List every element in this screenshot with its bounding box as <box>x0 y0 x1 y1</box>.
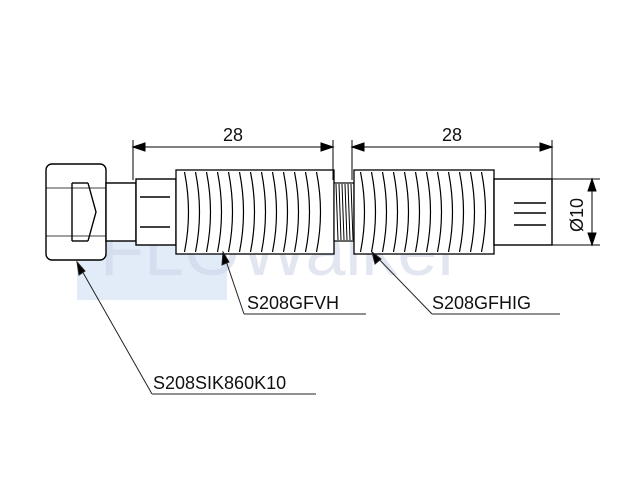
corrugation-rib <box>425 171 432 253</box>
dimension-right <box>350 140 554 180</box>
coupling-thread-lines <box>335 183 354 241</box>
leader-hose-long-arrow <box>371 250 382 265</box>
corrugation-rib <box>194 171 201 253</box>
corrugation-rib <box>359 171 366 253</box>
corrugation-rib <box>381 171 388 253</box>
dim-right-arrow-b <box>539 142 554 152</box>
corrugation-rib <box>370 171 377 253</box>
corrugation-rib <box>447 171 454 253</box>
dim-dia-arrow-b <box>587 232 597 247</box>
corrugation-rib <box>414 171 421 253</box>
corrugation-rib <box>183 171 190 253</box>
hose-right-body <box>353 169 495 255</box>
dim-dia-arrow-a <box>587 177 597 192</box>
thread-line <box>341 183 345 241</box>
dim-left-arrow-b <box>320 142 335 152</box>
thread-line <box>344 183 348 241</box>
corrugation-rib <box>227 171 234 253</box>
label-hose-long: S208GFHIG <box>432 293 531 313</box>
dimension-left <box>131 140 335 180</box>
leader-hose-short <box>221 250 366 315</box>
corrugation-rib <box>238 171 245 253</box>
hose-right-ribs <box>359 171 487 253</box>
leader-hose-short-arrow <box>221 250 230 266</box>
hose-left-ribs <box>183 171 322 253</box>
corrugation-rib <box>282 171 289 253</box>
corrugation-rib <box>216 171 223 253</box>
corrugation-rib <box>469 171 476 253</box>
corrugation-rib <box>403 171 410 253</box>
left-stem <box>105 178 177 246</box>
label-nut: S208SIK860K10 <box>153 373 286 393</box>
leader-nut-line <box>76 261 153 395</box>
leader-nut-arrow <box>76 260 86 276</box>
corrugation-rib <box>458 171 465 253</box>
label-hose-short: S208GFVH <box>247 293 339 313</box>
nut-part <box>45 163 107 261</box>
nut-body <box>45 163 107 261</box>
corrugation-rib <box>436 171 443 253</box>
dimension-diameter <box>552 177 600 247</box>
dimension-left-text: 28 <box>223 125 243 145</box>
leader-hose-long-line <box>371 251 433 315</box>
corrugation-rib <box>293 171 300 253</box>
dimension-diameter-text: Ø10 <box>567 198 587 232</box>
thread-line <box>335 183 339 241</box>
stem-sleeve <box>135 178 177 246</box>
dim-right-arrow-a <box>350 142 365 152</box>
thread-line <box>350 183 354 241</box>
dim-left-arrow-a <box>131 142 146 152</box>
thread-line <box>347 183 351 241</box>
leader-hose-long <box>371 250 560 315</box>
corrugation-rib <box>205 171 212 253</box>
stem-body <box>105 182 137 242</box>
right-sleeve <box>493 178 553 246</box>
dimension-right-text: 28 <box>442 125 462 145</box>
corrugation-rib <box>271 171 278 253</box>
corrugation-rib <box>315 171 322 253</box>
corrugation-rib <box>260 171 267 253</box>
corrugation-rib <box>392 171 399 253</box>
leader-nut <box>76 260 316 395</box>
nut-inner-cone <box>87 182 97 242</box>
hose-right <box>353 169 495 255</box>
thread-line <box>338 183 342 241</box>
right-sleeve-body <box>493 178 553 246</box>
corrugation-rib <box>304 171 311 253</box>
corrugation-rib <box>249 171 256 253</box>
corrugation-rib <box>480 171 487 253</box>
